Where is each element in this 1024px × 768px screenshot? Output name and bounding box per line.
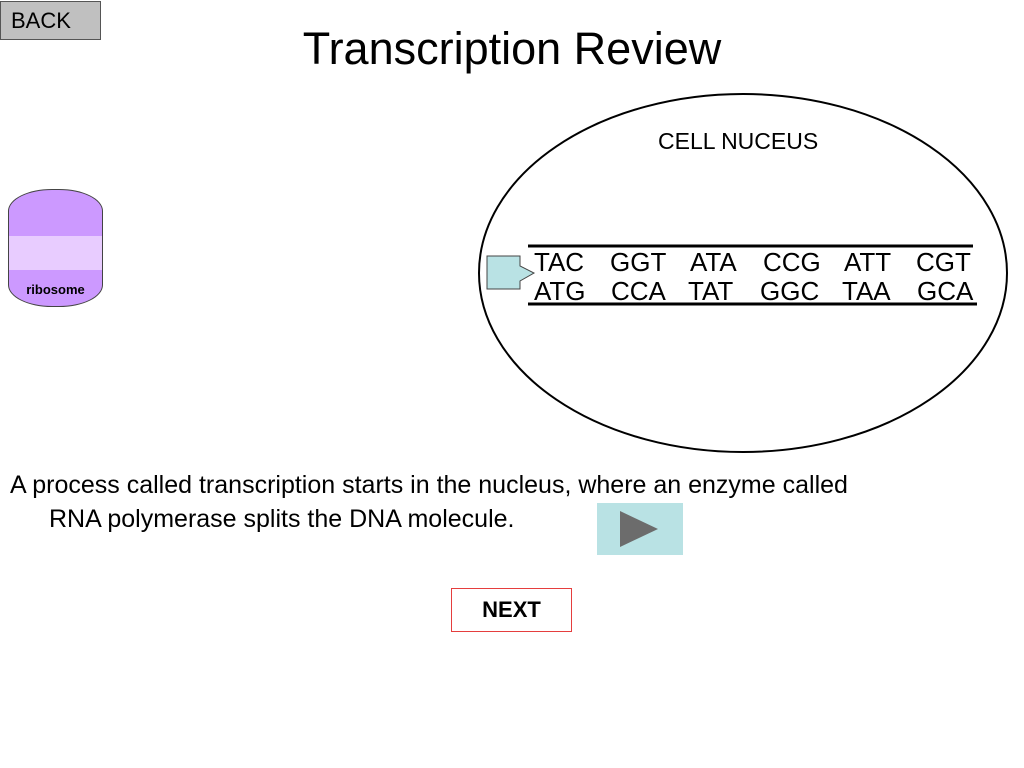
caption-line-1: A process called transcription starts in… xyxy=(10,471,848,499)
play-triangle-icon xyxy=(620,511,658,547)
codon: GGC xyxy=(760,276,820,306)
codon: TAT xyxy=(688,276,734,306)
codon: ATG xyxy=(534,276,586,306)
ribosome-label: ribosome xyxy=(26,282,85,297)
ribosome: ribosome xyxy=(8,189,103,307)
caption-text: A process called transcription starts in… xyxy=(10,468,1000,536)
codon: GCA xyxy=(917,276,974,306)
back-button[interactable]: BACK xyxy=(0,1,101,40)
cell-nucleus-outline xyxy=(478,93,1008,453)
codon: TAA xyxy=(842,276,891,306)
page-title: Transcription Review xyxy=(302,23,722,74)
next-button[interactable]: NEXT xyxy=(451,588,572,632)
play-button[interactable] xyxy=(597,503,683,555)
codon: ATT xyxy=(844,247,892,277)
rna-polymerase-arrow-icon xyxy=(486,255,536,290)
codon: TAC xyxy=(534,247,585,277)
codon: CCG xyxy=(763,247,821,277)
nucleus-label: CELL NUCEUS xyxy=(658,128,819,154)
codon: CCA xyxy=(611,276,666,306)
caption-line-2: RNA polymerase splits the DNA molecule. xyxy=(49,505,515,533)
codon: ATA xyxy=(690,247,737,277)
codon: CGT xyxy=(916,247,971,277)
codon: GGT xyxy=(610,247,667,277)
ribosome-band xyxy=(9,236,102,270)
